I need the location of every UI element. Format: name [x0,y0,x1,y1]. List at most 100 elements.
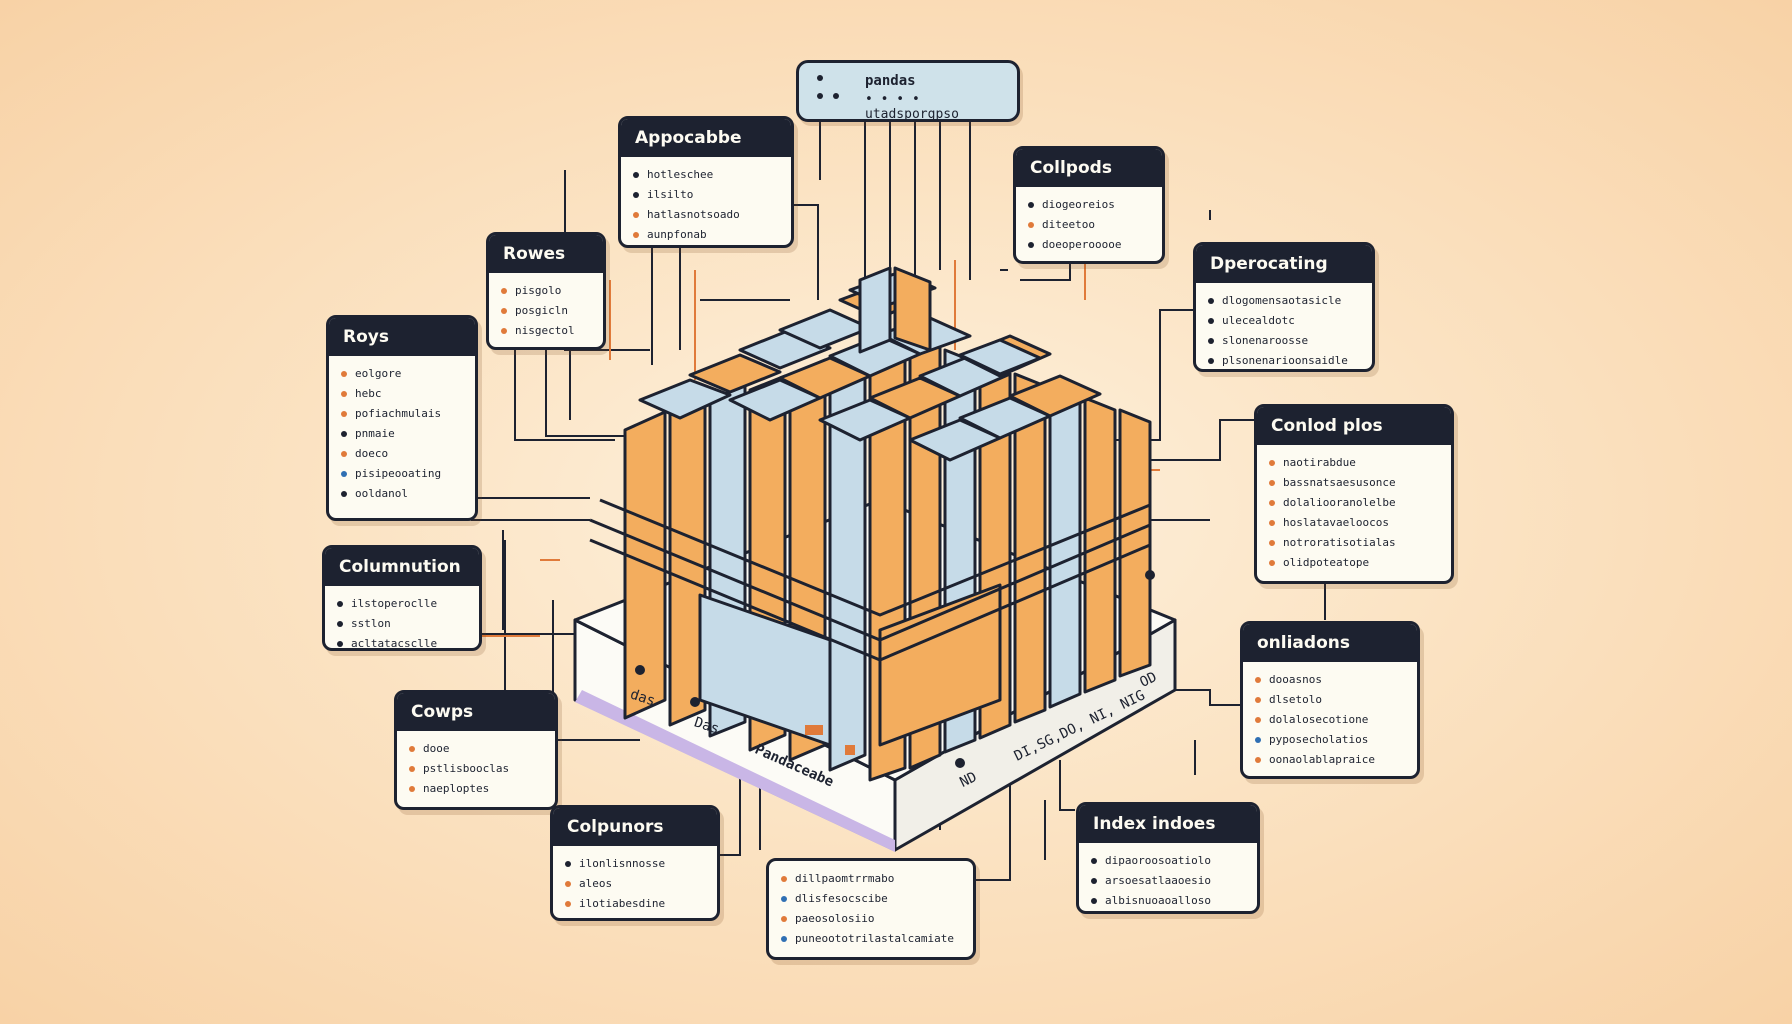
bullet-icon [781,916,787,922]
bullet-icon [1269,460,1275,466]
bullet-icon [1255,717,1261,723]
list-item: pisipeooating [341,464,463,484]
card-cowps: Cowps dooe pstlisbooclas naeploptes [394,690,558,810]
bullet-icon [1028,202,1034,208]
bullet-icon [633,192,639,198]
list-item: aunpfonab [633,225,779,245]
bullet-icon [1269,520,1275,526]
card-appocabbe: Appocabbe hotleschee ilsilto hatlasnotso… [618,116,794,248]
card-title: Roys [329,318,475,356]
list-item: ilstoperoclle [337,594,467,614]
list-item: paeosolosiio [781,909,961,929]
list-item: posgicln [501,301,591,321]
bullet-icon [565,901,571,907]
bullet-icon [501,308,507,314]
list-item: ilotiabesdine [565,894,705,914]
bullet-icon [341,471,347,477]
bullet-icon [1269,480,1275,486]
list-item: dolalosecotione [1255,710,1405,730]
bullet-icon [565,861,571,867]
bullet-icon [1208,358,1214,364]
base-connectors [635,570,1155,768]
list-item: hoslatavaeloocos [1269,513,1439,533]
list-item: oonaolablapraice [1255,750,1405,770]
bullet-icon [781,876,787,882]
top-blocks [638,266,1102,462]
list-item: aleos [565,874,705,894]
list-item: acltatacsclle [337,634,467,648]
card-title: Appocabbe [621,119,791,157]
list-item: hatlasnotsoado [633,205,779,225]
card-title: Colpunors [553,808,717,846]
card-title: Columnution [325,548,479,586]
card-title: Index indoes [1079,805,1257,843]
pandas-title-tag: pandas • • • • utadsporgpso [796,60,1020,122]
list-item: olidpoteatope [1269,553,1439,573]
list-item: naeploptes [409,779,543,799]
list-item: diteetoo [1028,215,1150,235]
bullet-icon [633,232,639,238]
tag-dots [813,71,861,111]
bullet-icon [341,371,347,377]
card-onliadons: onliadons dooasnos dlsetolo dolalosecoti… [1240,621,1420,779]
bullet-icon [1255,697,1261,703]
bullet-icon [409,746,415,752]
card-title: Collpods [1016,149,1162,187]
card-rowes: Rowes pisgolo posgicln nisgectol [486,232,606,350]
bullet-icon [1208,298,1214,304]
bullet-icon [1208,318,1214,324]
list-item: sstlon [337,614,467,634]
list-item: hebc [341,384,463,404]
bullet-icon [1091,858,1097,864]
list-item: puneoototrilastalcamiate [781,929,961,949]
dataframe-3d-stack [573,266,1177,852]
card-index-indoes: Index indoes dipaoroosoatiolo arsoesatla… [1076,802,1260,914]
list-item: dooasnos [1255,670,1405,690]
bullet-icon [337,601,343,607]
list-item: arsoesatlaaoesio [1091,871,1245,891]
bullet-icon [633,172,639,178]
list-item: slonenaroosse [1208,331,1360,351]
bullet-icon [565,881,571,887]
card-dperocating: Dperocating dlogomensaotasicle ulecealdo… [1193,242,1375,372]
card-title: Rowes [489,235,603,273]
list-item: pstlisbooclas [409,759,543,779]
card-colpunors: Colpunors ilonlisnnosse aleos ilotiabesd… [550,805,720,921]
band-frame-right [589,518,1151,642]
bullet-icon [1208,338,1214,344]
bullet-icon [341,391,347,397]
card-conlod-plos: Conlod plos naotirabdue bassnatsaesusonc… [1254,404,1454,584]
bullet-icon [1269,540,1275,546]
list-item: dooe [409,739,543,759]
bullet-icon [781,936,787,942]
list-item: ilonlisnnosse [565,854,705,874]
band-frame-left [589,538,1151,662]
bullet-icon [1269,500,1275,506]
list-item: pyposecholatios [1255,730,1405,750]
list-item: dlsetolo [1255,690,1405,710]
list-item: doeoperooooe [1028,235,1150,255]
list-item: eolgore [341,364,463,384]
list-item: dolaliooranolelbe [1269,493,1439,513]
bullet-icon [409,766,415,772]
bullet-icon [1028,222,1034,228]
list-item: bassnatsaesusonce [1269,473,1439,493]
card-title: onliadons [1243,624,1417,662]
bullet-icon [633,212,639,218]
bullet-icon [1255,737,1261,743]
bullet-icon [1091,898,1097,904]
list-item: dlisfesocscibe [781,889,961,909]
list-item: pnmaie [341,424,463,444]
tag-line-1: pandas [865,73,916,89]
list-item: ooldanol [341,484,463,504]
list-item: albisnuoaoalloso [1091,891,1245,911]
list-item: plsonenarioonsaidle [1208,351,1360,369]
bullet-icon [341,431,347,437]
bullet-icon [1255,757,1261,763]
bullet-icon [781,896,787,902]
card-title: Dperocating [1196,245,1372,283]
list-item: dlogomensaotasicle [1208,291,1360,311]
bullet-icon [341,411,347,417]
bullet-icon [341,491,347,497]
